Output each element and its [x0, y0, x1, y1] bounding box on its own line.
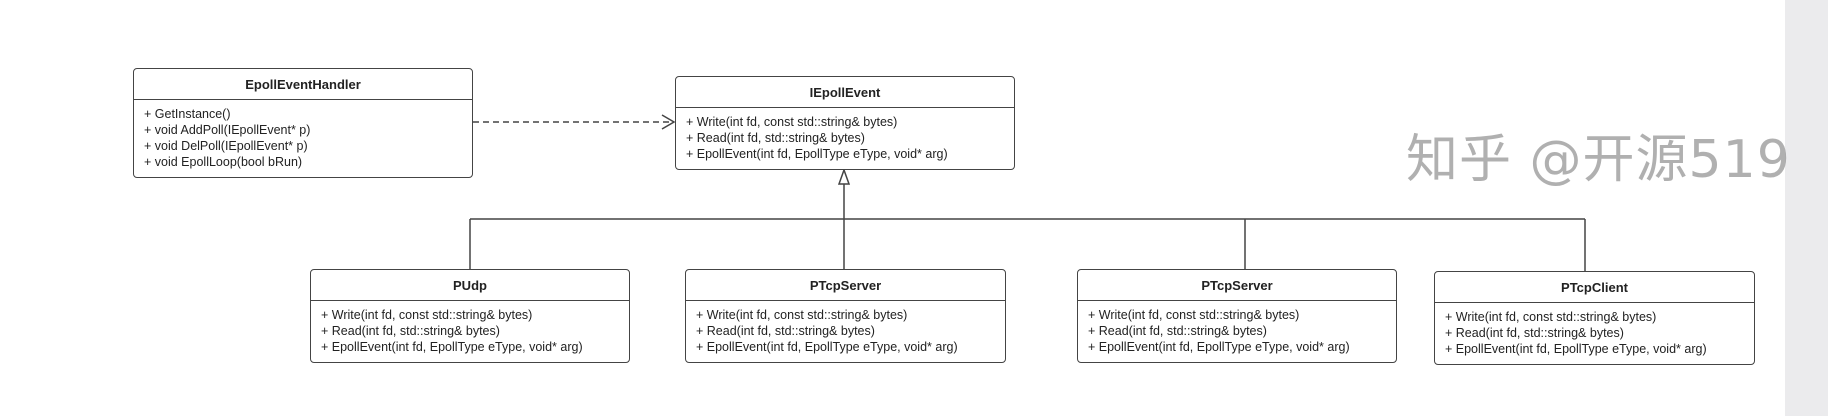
class-name: PUdp: [311, 270, 629, 301]
operation: + Write(int fd, const std::string& bytes…: [1445, 310, 1657, 324]
operation: + GetInstance(): [144, 107, 231, 121]
operation: + void DelPoll(IEpollEvent* p): [144, 139, 308, 153]
generalization-triangle: [837, 167, 851, 185]
operations: + Write(int fd, const std::string& bytes…: [686, 301, 1005, 361]
operation: + EpollEvent(int fd, EpollType eType, vo…: [696, 340, 958, 354]
operations: + Write(int fd, const std::string& bytes…: [1435, 303, 1754, 363]
operation: + Read(int fd, std::string& bytes): [1445, 326, 1624, 340]
class-pudp[interactable]: PUdp + Write(int fd, const std::string& …: [310, 269, 630, 363]
class-name: PTcpClient: [1435, 272, 1754, 303]
operation: + Write(int fd, const std::string& bytes…: [321, 308, 533, 322]
operation: + Write(int fd, const std::string& bytes…: [1088, 308, 1300, 322]
operations: + Write(int fd, const std::string& bytes…: [676, 108, 1014, 168]
operations: + GetInstance() + void AddPoll(IEpollEve…: [134, 100, 472, 176]
class-epolleventhandler[interactable]: EpollEventHandler + GetInstance() + void…: [133, 68, 473, 178]
class-name: EpollEventHandler: [134, 69, 472, 100]
operations: + Write(int fd, const std::string& bytes…: [311, 301, 629, 361]
class-ptcpserver[interactable]: PTcpServer + Write(int fd, const std::st…: [685, 269, 1006, 363]
operation: + EpollEvent(int fd, EpollType eType, vo…: [1445, 342, 1707, 356]
class-name: IEpollEvent: [676, 77, 1014, 108]
class-ptcpclient[interactable]: PTcpClient + Write(int fd, const std::st…: [1434, 271, 1755, 365]
operation: + Write(int fd, const std::string& bytes…: [696, 308, 908, 322]
operation: + Read(int fd, std::string& bytes): [321, 324, 500, 338]
class-iepollevent[interactable]: IEpollEvent + Write(int fd, const std::s…: [675, 76, 1015, 170]
operation: + EpollEvent(int fd, EpollType eType, vo…: [321, 340, 583, 354]
class-ptcpserver-2[interactable]: PTcpServer + Write(int fd, const std::st…: [1077, 269, 1397, 363]
operation: + Read(int fd, std::string& bytes): [1088, 324, 1267, 338]
class-name: PTcpServer: [686, 270, 1005, 301]
operation: + EpollEvent(int fd, EpollType eType, vo…: [686, 147, 948, 161]
side-panel: [1785, 0, 1828, 416]
operation: + void EpollLoop(bool bRun): [144, 155, 303, 169]
operation: + Read(int fd, std::string& bytes): [686, 131, 865, 145]
operation: + EpollEvent(int fd, EpollType eType, vo…: [1088, 340, 1350, 354]
class-name: PTcpServer: [1078, 270, 1396, 301]
watermark: 知乎 @开源519: [1406, 130, 1791, 190]
operations: + Write(int fd, const std::string& bytes…: [1078, 301, 1396, 361]
operation: + void AddPoll(IEpollEvent* p): [144, 123, 311, 137]
dependency-arrowhead: [661, 114, 676, 130]
operation: + Write(int fd, const std::string& bytes…: [686, 115, 898, 129]
operation: + Read(int fd, std::string& bytes): [696, 324, 875, 338]
